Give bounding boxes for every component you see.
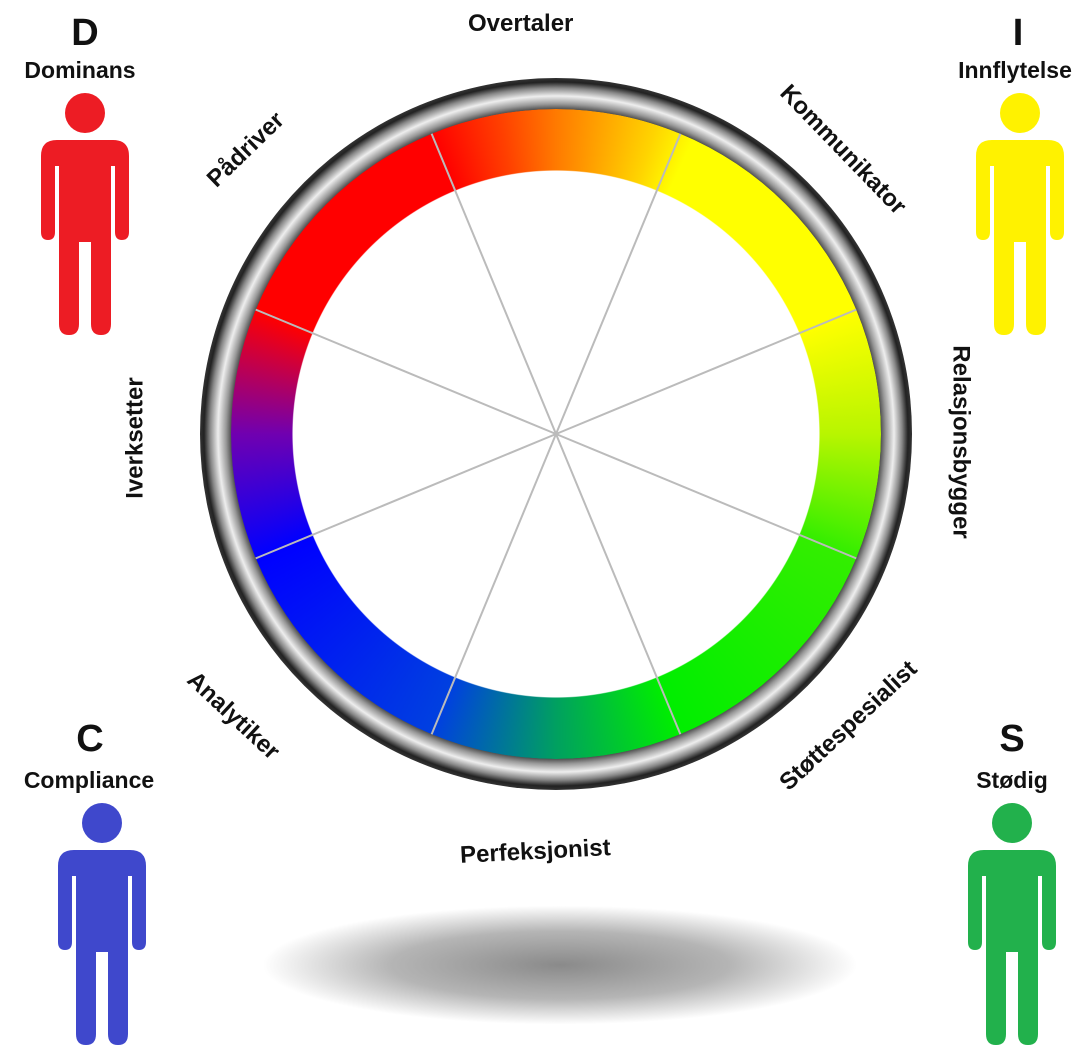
person-head xyxy=(1000,93,1040,133)
profile-name-d: Dominans xyxy=(24,57,136,83)
segment-divider xyxy=(555,433,682,735)
segment-divider xyxy=(430,133,557,435)
profile-name-s: Stødig xyxy=(976,767,1048,793)
person-icon-c xyxy=(58,803,146,1045)
segment-divider xyxy=(255,433,557,560)
segment-label-iverksetter: Iverksetter xyxy=(121,377,149,499)
segment-divider xyxy=(255,308,557,435)
segment-divider xyxy=(555,308,857,435)
person-body xyxy=(41,140,129,335)
profile-letter-c: C xyxy=(76,718,104,760)
segment-label-overtaler: Overtaler xyxy=(468,10,574,37)
profile-letter-i: I xyxy=(1012,12,1024,54)
person-body xyxy=(976,140,1064,335)
person-head xyxy=(82,803,122,843)
person-body xyxy=(58,850,146,1045)
person-body xyxy=(968,850,1056,1045)
person-icon-d xyxy=(41,93,129,335)
segment-divider xyxy=(430,433,557,735)
segment-divider xyxy=(555,133,682,435)
segment-divider xyxy=(555,433,857,560)
person-head xyxy=(65,93,105,133)
profile-name-i: Innflytelse xyxy=(958,57,1072,83)
segment-label-relasjonsbygger: Relasjonsbygger xyxy=(947,345,975,539)
profile-name-c: Compliance xyxy=(23,767,155,793)
person-head xyxy=(992,803,1032,843)
person-icon-i xyxy=(976,93,1064,335)
profile-letter-d: D xyxy=(71,12,99,54)
person-icon-s xyxy=(968,803,1056,1045)
profile-letter-s: S xyxy=(999,718,1025,760)
wheel-shadow xyxy=(260,905,860,1025)
